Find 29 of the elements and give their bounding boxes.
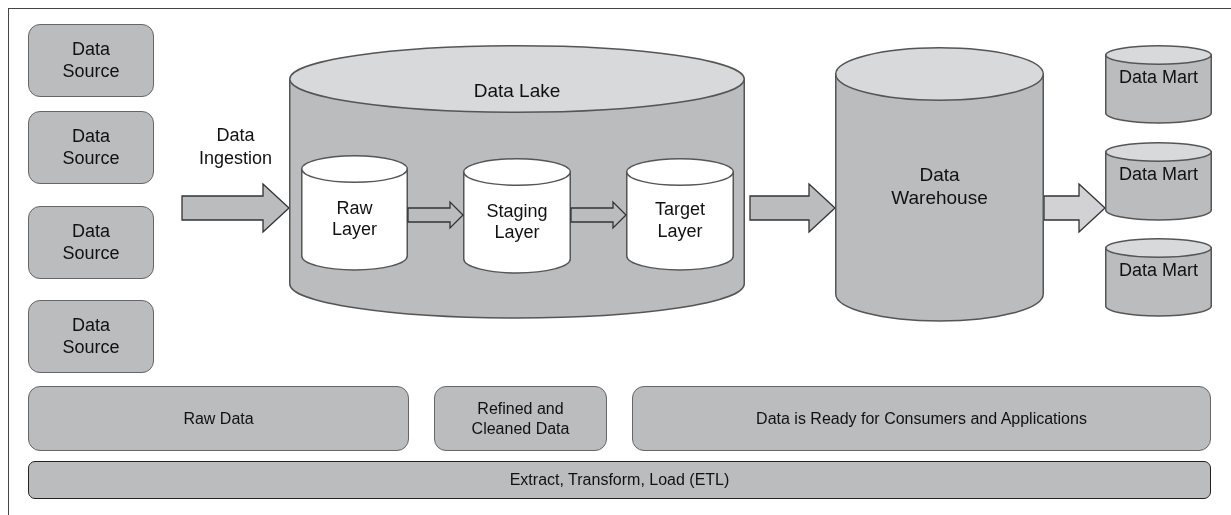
node-label: Data Source [61, 38, 121, 83]
node-label: Data Warehouse [890, 164, 989, 210]
process-bar [28, 461, 1211, 499]
node-label: Data Source [61, 314, 121, 359]
node-label: Raw Data [183, 408, 254, 429]
node-label: Data Source [61, 220, 121, 265]
node-label: Staging Layer [485, 200, 549, 244]
block-arrow [181, 182, 290, 234]
node-label: Target Layer [654, 199, 706, 243]
process-box [434, 386, 607, 451]
block-arrow [1043, 182, 1106, 234]
block-arrow [570, 200, 627, 230]
node-label: Extract, Transform, Load (ETL) [509, 470, 730, 490]
process-box [28, 300, 154, 373]
process-box [28, 206, 154, 279]
node-label: Data Mart [1118, 260, 1199, 282]
process-box [28, 386, 409, 451]
process-box [28, 111, 154, 184]
block-arrow [749, 182, 836, 234]
process-box [632, 386, 1211, 451]
process-box [28, 24, 154, 97]
node-label: Refined and Cleaned Data [470, 399, 571, 438]
node-label: Data Mart [1118, 164, 1199, 186]
node-label: Data Source [61, 125, 121, 170]
node-label: Raw Layer [331, 197, 378, 241]
node-label: Data Mart [1118, 67, 1199, 89]
node-label: Data Lake [472, 79, 562, 103]
node-label: Data is Ready for Consumers and Applications [756, 408, 1087, 429]
block-arrow [407, 200, 464, 230]
